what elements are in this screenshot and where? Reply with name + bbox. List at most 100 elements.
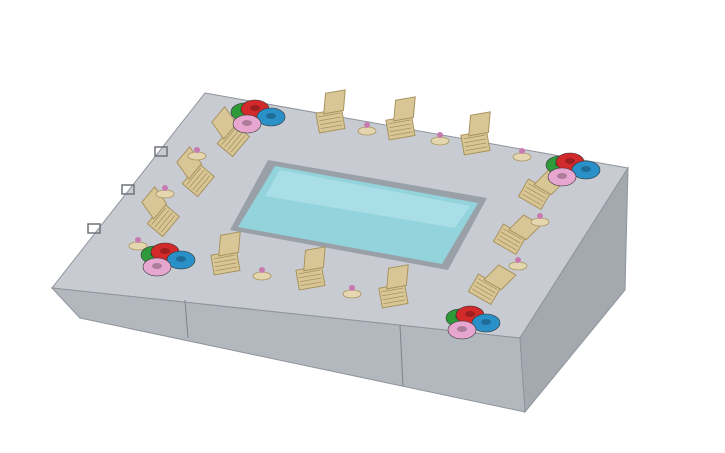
table-top (530, 217, 550, 227)
ladder (154, 146, 168, 157)
float-group (230, 99, 286, 134)
chair-slat (502, 228, 523, 240)
chair-slat (300, 281, 323, 287)
pool-floats (140, 99, 601, 340)
chair-slat (320, 124, 343, 130)
float-hole (581, 166, 591, 172)
chair-slat (498, 235, 519, 247)
pool-water-highlight (265, 170, 470, 228)
table-top (512, 152, 532, 162)
chair-slat (473, 285, 494, 297)
table-top (430, 136, 450, 146)
chair-slat (221, 127, 237, 145)
platform-right (519, 166, 629, 414)
chair-slat (299, 273, 321, 279)
chair-slat (189, 170, 205, 188)
chair-slat (319, 116, 341, 122)
chair-slat (215, 266, 238, 272)
side-tables (128, 122, 550, 299)
seam-1 (184, 299, 189, 339)
chair-back (211, 106, 238, 140)
chair-slat (521, 193, 542, 206)
pool-float (471, 313, 501, 333)
side-table (128, 237, 148, 251)
pool-float (232, 114, 262, 134)
table-top (357, 126, 377, 136)
lounge-chair (141, 186, 181, 238)
chair-slat (298, 269, 321, 275)
chair-back (323, 89, 346, 115)
pool-float (256, 107, 286, 127)
drink (259, 267, 265, 273)
float-hole (565, 158, 575, 164)
table-top (128, 241, 148, 251)
chair-slat (230, 135, 246, 153)
chair-slat (464, 138, 486, 144)
ladders (87, 146, 168, 234)
side-table (187, 147, 207, 161)
float-hole (160, 248, 170, 254)
chair-slat (382, 295, 405, 301)
chair-slat (477, 278, 498, 290)
chair-slat (214, 258, 236, 264)
float-hole (242, 120, 252, 126)
chair-back (303, 246, 326, 272)
drink (519, 148, 525, 154)
chair-slat (214, 262, 237, 268)
side-table (252, 267, 272, 281)
chair-slat (224, 130, 240, 148)
chair-slat (471, 288, 492, 301)
pool-float (142, 257, 172, 277)
side-table (155, 185, 175, 199)
drink (135, 237, 141, 243)
chair-slat (192, 172, 208, 191)
float-hole (250, 105, 260, 111)
lounge-chair (385, 96, 416, 141)
chair-slat (527, 183, 548, 195)
chair-slat (382, 291, 404, 297)
chair-slat (381, 287, 404, 293)
drink (437, 132, 443, 138)
lounge-chair (467, 264, 517, 306)
chair-slat (496, 238, 517, 251)
table-top (155, 189, 175, 199)
chair-slat (383, 299, 406, 305)
table-top (187, 151, 207, 161)
chair-slat (475, 281, 496, 294)
float-group (545, 152, 601, 187)
chair-slat (195, 175, 211, 193)
chair-back (468, 111, 491, 137)
platform (50, 92, 629, 414)
chair-slat (388, 119, 411, 125)
chair-slat (465, 146, 488, 152)
chair-back (483, 264, 517, 291)
pool-float (447, 320, 477, 340)
pool (230, 160, 487, 270)
chair-slat (318, 112, 341, 118)
side-table (512, 148, 532, 162)
pool-float (166, 250, 196, 270)
chair-slat (160, 215, 176, 233)
side-table (342, 285, 362, 299)
lounge-chair (295, 246, 326, 291)
chair-slat (151, 207, 167, 225)
table-top (252, 271, 272, 281)
chair-slat (227, 132, 243, 151)
drink (162, 185, 168, 191)
chair-slat (213, 254, 236, 260)
chair-slat (319, 120, 342, 126)
float-hole (152, 263, 162, 269)
lounge-chair (315, 89, 346, 134)
table-top (342, 289, 362, 299)
lounge-chair (176, 146, 216, 198)
drink (364, 122, 370, 128)
float-group (445, 305, 501, 340)
ladder (121, 184, 135, 195)
side-table (530, 213, 550, 227)
ladder (87, 223, 101, 234)
table-top (508, 261, 528, 271)
chair-back (393, 96, 416, 122)
chair-slat (390, 131, 413, 137)
drink (515, 257, 521, 263)
